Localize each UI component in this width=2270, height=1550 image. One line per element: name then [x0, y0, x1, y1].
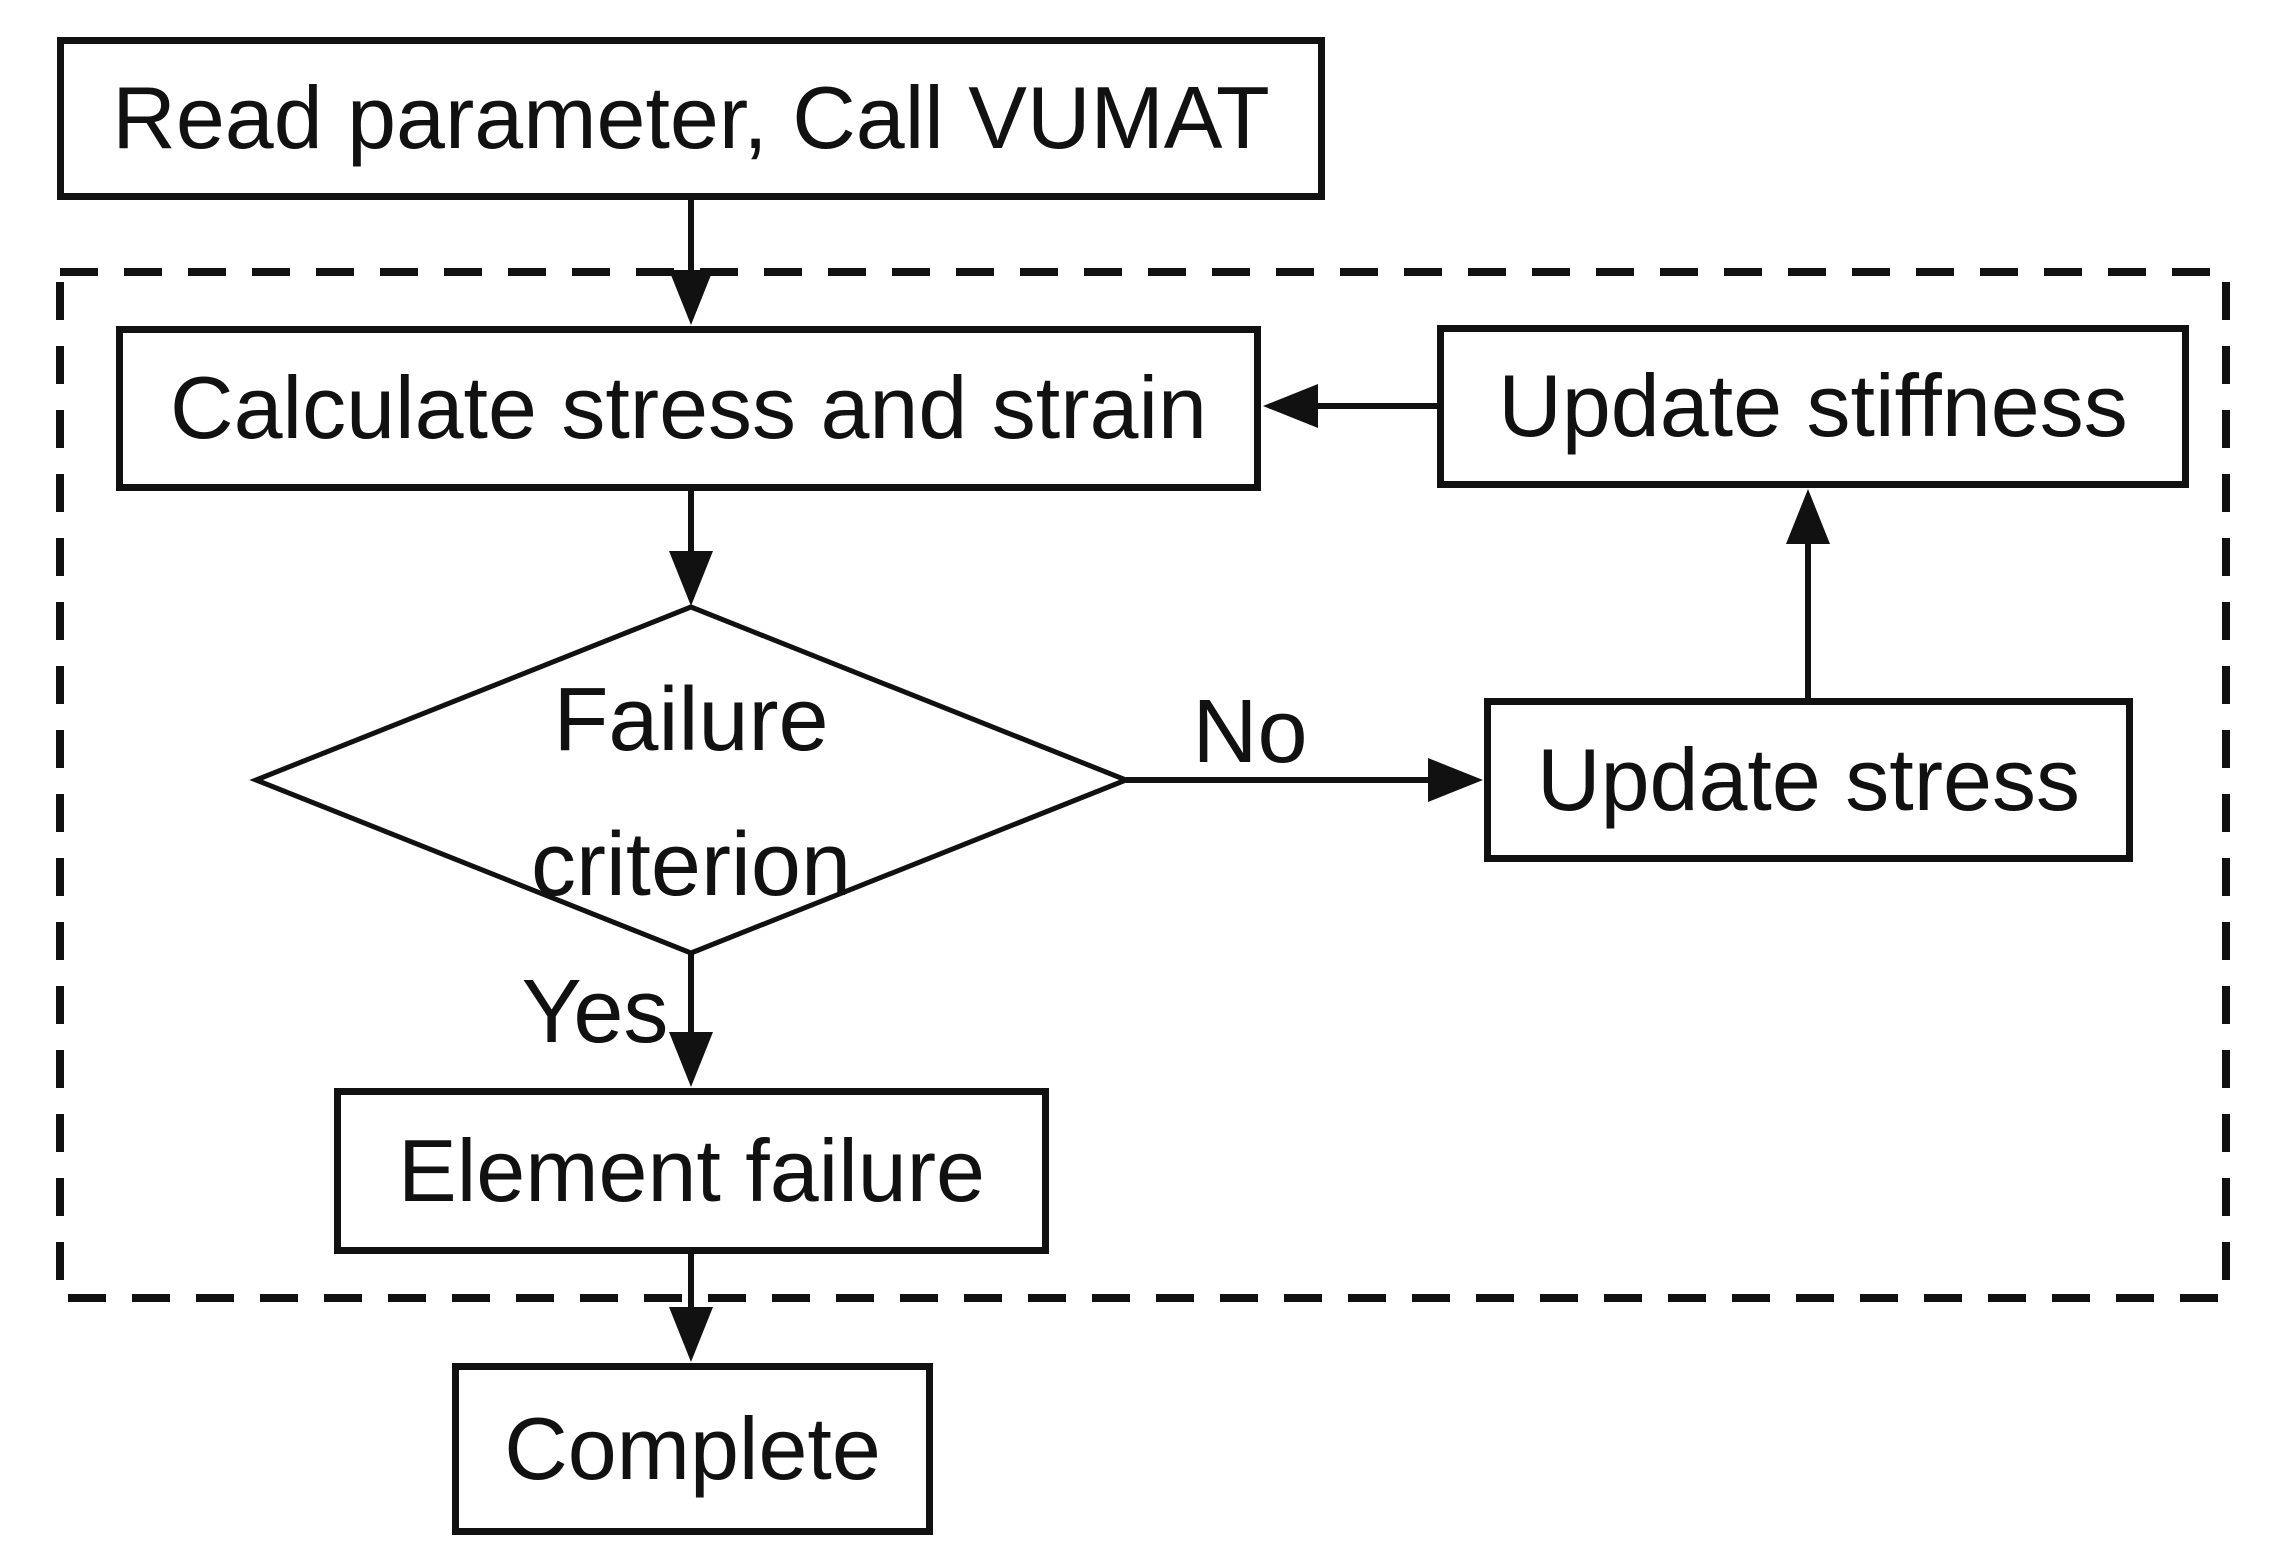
edge-label-yes: Yes [521, 962, 669, 1062]
decision-diamond [249, 604, 1133, 956]
node-complete-label: Complete [504, 1398, 881, 1498]
node-update-stiffness: Update stiffness [1437, 325, 2189, 488]
node-calculate-stress-strain: Calculate stress and strain [116, 326, 1261, 491]
failure-criterion-line1: Failure [553, 670, 829, 770]
node-update-stress: Update stress [1484, 698, 2133, 862]
failure-criterion-line2: criterion [530, 815, 852, 915]
node-calculate-stress-strain-label: Calculate stress and strain [170, 358, 1207, 458]
node-update-stress-label: Update stress [1537, 729, 2080, 829]
node-update-stiffness-label: Update stiffness [1498, 356, 2128, 456]
node-complete: Complete [452, 1363, 933, 1535]
node-element-failure: Element failure [334, 1088, 1049, 1254]
node-failure-criterion-label: Failure criterion [391, 648, 991, 938]
node-read-parameter-label: Read parameter, Call VUMAT [112, 68, 1270, 168]
edge-label-no: No [1192, 682, 1308, 782]
node-read-parameter: Read parameter, Call VUMAT [57, 37, 1325, 200]
node-element-failure-label: Element failure [398, 1120, 985, 1220]
